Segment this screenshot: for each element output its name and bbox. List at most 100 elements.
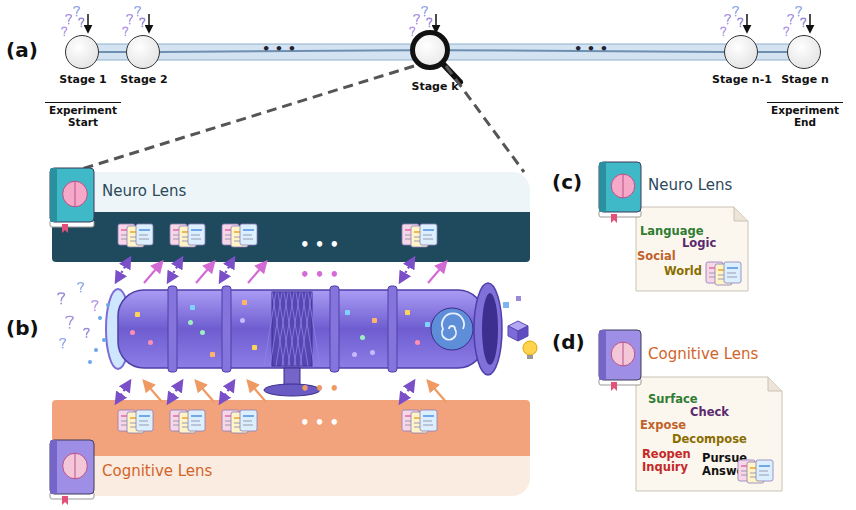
book-spine — [50, 440, 57, 494]
book-spine — [599, 330, 606, 380]
card-line — [191, 229, 202, 231]
particle — [503, 302, 509, 308]
input-arrow — [746, 14, 748, 32]
question-dot — [86, 336, 88, 338]
mesh-line — [296, 292, 308, 366]
question-mark — [721, 27, 726, 33]
tube-outlet — [482, 293, 498, 365]
solid-arrow — [144, 381, 162, 402]
particle — [370, 350, 375, 355]
particle — [135, 312, 140, 317]
solid-arrow — [196, 262, 214, 283]
book-spine — [599, 162, 606, 212]
solid-arrow — [428, 262, 446, 283]
dotted-arrow — [220, 258, 234, 282]
book-ribbon — [611, 214, 617, 223]
question-mark — [738, 18, 743, 24]
card-line — [423, 229, 434, 231]
card-line — [727, 277, 737, 278]
card-line — [423, 415, 434, 417]
stage-circle: Stage n-1 — [724, 35, 758, 69]
question-dot — [790, 23, 792, 25]
panel-tag: (a) — [6, 38, 38, 62]
card-icon — [240, 224, 257, 245]
stage-circle: Stage 1Experiment Start — [65, 35, 99, 69]
card-line — [759, 475, 769, 476]
mesh-line — [302, 292, 314, 366]
cube-icon — [508, 326, 518, 341]
question-mark — [733, 7, 738, 14]
question-mark — [725, 15, 730, 22]
particle — [94, 348, 98, 352]
question-dot — [63, 34, 65, 36]
panel-tag: (b) — [6, 316, 39, 340]
ellipsis-mark: • • • — [300, 236, 339, 254]
particle — [360, 335, 365, 340]
node-text: Surface — [648, 393, 728, 406]
book-spine — [50, 168, 57, 222]
particle — [240, 318, 245, 323]
card-line — [727, 267, 738, 269]
question-mark — [410, 27, 415, 33]
question-mark — [62, 27, 67, 33]
particle — [405, 310, 410, 315]
card-line — [139, 425, 149, 426]
dotted-arrow — [116, 258, 130, 282]
brain-line — [75, 453, 76, 479]
question-dot — [69, 327, 71, 329]
dotted-arrow — [400, 258, 414, 282]
book-ribbon — [62, 224, 68, 233]
particle — [252, 345, 257, 350]
stage-circle: Stage 2 — [126, 35, 160, 69]
brain-icon — [611, 174, 635, 198]
card-icon — [420, 224, 437, 245]
card-line — [243, 239, 253, 240]
question-mark — [784, 27, 789, 33]
paper-sheet — [636, 207, 748, 291]
question-dot — [129, 23, 131, 25]
question-dot — [80, 291, 82, 293]
swirl-line — [442, 313, 464, 339]
tube-ring — [388, 286, 397, 372]
panel-tag: (c) — [552, 170, 582, 194]
node-label: Neuro Lens — [648, 177, 788, 194]
node-label: Stage n — [775, 74, 835, 86]
card-line — [243, 235, 252, 236]
question-dot — [722, 34, 724, 36]
solid-arrow — [196, 381, 214, 402]
card-icon — [420, 410, 437, 431]
card-line — [139, 415, 150, 417]
node-text: Language — [640, 225, 720, 238]
book-ribbon — [62, 496, 68, 505]
mesh-line — [308, 292, 320, 366]
particle — [190, 305, 195, 310]
particle — [148, 340, 153, 345]
card-line — [243, 229, 254, 231]
card-line — [423, 425, 433, 426]
question-mark — [92, 301, 98, 308]
node-text: Expose — [640, 419, 710, 432]
node-text: Experiment Start — [45, 102, 121, 129]
input-arrow — [435, 14, 437, 32]
node-label: Stage 2 — [114, 74, 174, 86]
particle — [106, 303, 110, 307]
node-text: Logic — [682, 237, 742, 250]
question-dot — [60, 303, 62, 305]
card-line — [727, 273, 736, 274]
tube-ring — [222, 286, 231, 372]
question-dot — [735, 15, 737, 17]
book-cover — [50, 440, 94, 494]
book-cover — [50, 168, 94, 222]
ellipsis-mark: • • • — [300, 266, 339, 284]
question-mark — [135, 7, 140, 14]
solid-arrow — [144, 262, 162, 283]
particle — [425, 322, 430, 327]
tube-mesh — [272, 292, 312, 366]
paper-fold — [768, 377, 782, 391]
particle — [242, 300, 247, 305]
dotted-arrow — [168, 258, 182, 282]
ellipsis-mark: • • • — [574, 41, 608, 56]
particle — [130, 330, 135, 335]
